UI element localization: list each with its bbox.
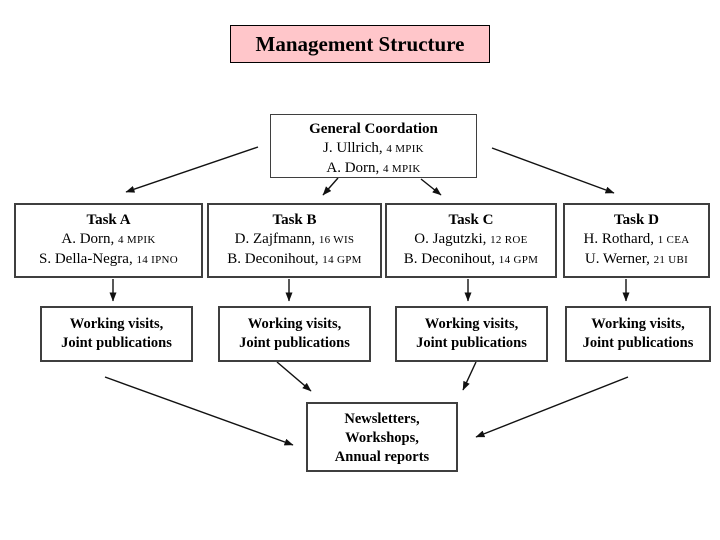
working-visits-box-d: Working visits, Joint publications bbox=[565, 306, 711, 362]
task-heading: Task D bbox=[614, 212, 659, 228]
affiliation: 1 CEA bbox=[657, 234, 690, 246]
task-member: H. Rothard, 1 CEA bbox=[583, 231, 690, 247]
task-member: U. Werner, 21 UBI bbox=[584, 251, 689, 267]
task-member: B. Deconihout, 14 GPM bbox=[403, 251, 539, 267]
connector-arrow bbox=[125, 146, 259, 193]
affiliation: 14 GPM bbox=[322, 254, 362, 266]
coordination-member: J. Ullrich, 4 MPIK bbox=[323, 140, 424, 156]
task-heading: Task B bbox=[272, 212, 317, 228]
task-d-box: Task D H. Rothard, 1 CEA U. Werner, 21 U… bbox=[563, 203, 710, 278]
working-visits-box-c: Working visits, Joint publications bbox=[395, 306, 548, 362]
task-c-box: Task C O. Jagutzki, 12 ROE B. Deconihout… bbox=[385, 203, 557, 278]
task-member: B. Deconihout, 14 GPM bbox=[227, 251, 362, 267]
task-member: D. Zajfmann, 16 WIS bbox=[234, 231, 355, 247]
coordination-heading: General Coordation bbox=[309, 121, 438, 137]
affiliation: 12 ROE bbox=[490, 234, 528, 246]
connector-arrow bbox=[462, 361, 477, 391]
general-coordination-box: General Coordation J. Ullrich, 4 MPIK A.… bbox=[270, 114, 477, 178]
task-heading: Task A bbox=[86, 212, 131, 228]
connector-arrow bbox=[104, 376, 294, 446]
title-box: Management Structure bbox=[230, 25, 490, 63]
connector-arrow bbox=[420, 178, 442, 196]
task-a-box: Task A A. Dorn, 4 MPIK S. Della-Negra, 1… bbox=[14, 203, 203, 278]
connector-arrow bbox=[475, 376, 629, 438]
task-member: O. Jagutzki, 12 ROE bbox=[414, 231, 528, 247]
affiliation: 16 WIS bbox=[318, 234, 355, 246]
affiliation: 21 UBI bbox=[653, 254, 689, 266]
connector-arrow bbox=[322, 177, 339, 196]
affiliation: 4 MPIK bbox=[386, 143, 424, 155]
task-member: S. Della-Negra, 14 IPNO bbox=[39, 251, 178, 267]
task-member: A. Dorn, 4 MPIK bbox=[61, 231, 156, 247]
working-visits-box-b: Working visits, Joint publications bbox=[218, 306, 371, 362]
affiliation: 14 IPNO bbox=[136, 254, 178, 266]
connector-arrow bbox=[491, 147, 615, 194]
outputs-box: Newsletters, Workshops, Annual reports bbox=[306, 402, 458, 472]
task-b-box: Task B D. Zajfmann, 16 WIS B. Deconihout… bbox=[207, 203, 382, 278]
connector-arrow bbox=[276, 361, 312, 392]
arrow-lines bbox=[104, 146, 630, 446]
page-title: Management Structure bbox=[255, 31, 465, 56]
working-visits-box-a: Working visits, Joint publications bbox=[40, 306, 193, 362]
affiliation: 14 GPM bbox=[498, 254, 539, 266]
affiliation: 4 MPIK bbox=[383, 163, 421, 175]
coordination-member: A. Dorn, 4 MPIK bbox=[326, 160, 421, 176]
affiliation: 4 MPIK bbox=[118, 234, 156, 246]
task-heading: Task C bbox=[448, 212, 494, 228]
